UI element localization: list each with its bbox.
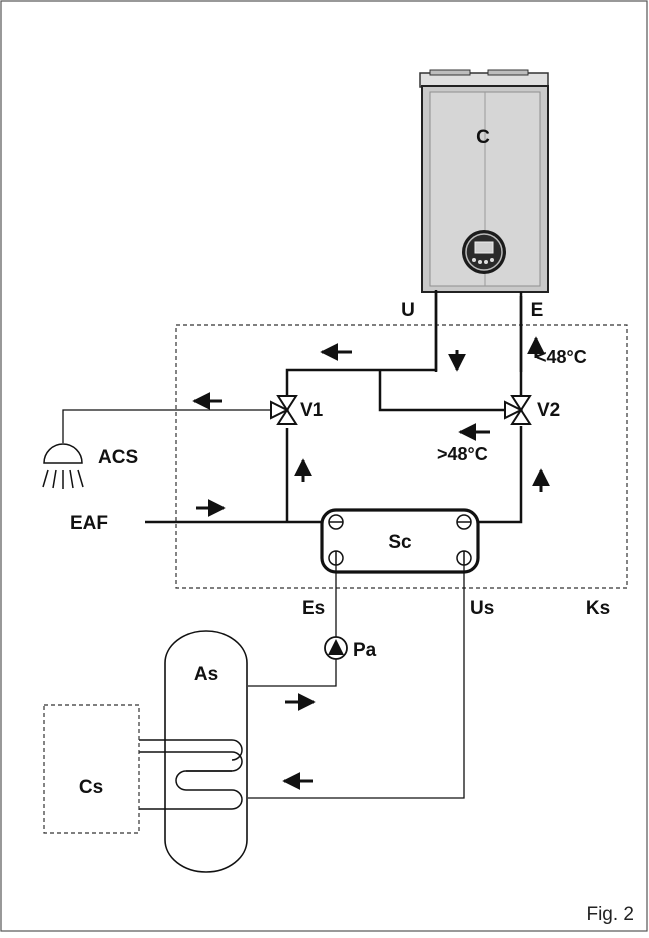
plate-heat-exchanger: Sc — [320, 508, 480, 574]
storage-tank-label: As — [194, 664, 218, 685]
temp-high-label: >48°C — [437, 444, 488, 464]
valve-v2 — [504, 395, 532, 425]
heat-exchanger-label: Sc — [388, 532, 412, 553]
outlet-label: U — [401, 300, 415, 321]
dhw-label: ACS — [98, 447, 138, 468]
figure-caption: Fig. 2 — [586, 904, 634, 925]
collector-box — [43, 704, 140, 834]
boiler-label: C — [476, 127, 490, 148]
valve-v1 — [270, 395, 298, 425]
flow-arrows — [192, 336, 550, 790]
tank-return-pipe — [248, 565, 465, 799]
acs-pipe — [62, 409, 270, 443]
pump-label: Pa — [353, 640, 377, 661]
exchanger-outlet-label: Us — [470, 598, 494, 619]
valve-v1-label: V1 — [300, 400, 324, 421]
coil-upper-turn — [139, 739, 243, 761]
cold-water-label: EAF — [70, 513, 108, 534]
shower-head-icon — [42, 443, 84, 489]
pump-icon — [324, 636, 348, 660]
kit-boundary — [175, 324, 628, 589]
tank-coil — [139, 751, 243, 810]
control-display — [462, 230, 506, 274]
tank-outlet-pipe — [248, 658, 337, 687]
piping — [145, 290, 523, 524]
inlet-label: E — [531, 300, 544, 321]
boiler: C — [419, 69, 549, 293]
collector-label: Cs — [79, 777, 103, 798]
kit-label: Ks — [586, 598, 610, 619]
temp-low-label: <48°C — [536, 347, 587, 367]
valve-v2-label: V2 — [537, 400, 560, 421]
exchanger-inlet-label: Es — [302, 598, 325, 619]
